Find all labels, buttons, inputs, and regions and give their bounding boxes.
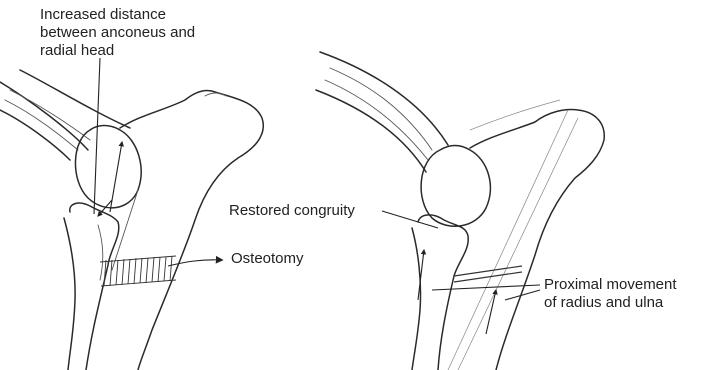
right-humerus-shaft — [316, 52, 448, 172]
restored-congruity-label: Restored congruity — [229, 202, 355, 220]
right-humerus-shading — [325, 68, 432, 160]
right-osteotomy-line — [454, 266, 522, 282]
right-ulna — [470, 110, 604, 370]
gap-arrow — [110, 142, 122, 212]
left-humeral-condyle — [75, 126, 141, 208]
right-radius — [412, 215, 468, 370]
osteotomy-arrow — [168, 260, 222, 266]
left-radius — [64, 203, 119, 370]
congruity-leader — [382, 211, 438, 228]
distance-leader — [94, 58, 100, 214]
ulna-up-arrow — [486, 290, 496, 334]
left-osteotomy-hatch — [100, 256, 176, 286]
left-radius-ulna-gap — [98, 225, 103, 280]
osteotomy-label: Osteotomy — [231, 250, 304, 268]
right-humeral-condyle — [421, 146, 490, 227]
left-ulna-inner — [112, 93, 226, 270]
left-elbow-drawing — [0, 58, 263, 370]
left-humerus-shaft — [0, 70, 130, 160]
right-elbow-drawing — [316, 52, 604, 370]
proximal-movement-label: Proximal movement of radius and ulna — [544, 276, 709, 312]
left-ulna — [120, 90, 263, 370]
increased-distance-label: Increased distance between anconeus and … — [40, 6, 270, 60]
